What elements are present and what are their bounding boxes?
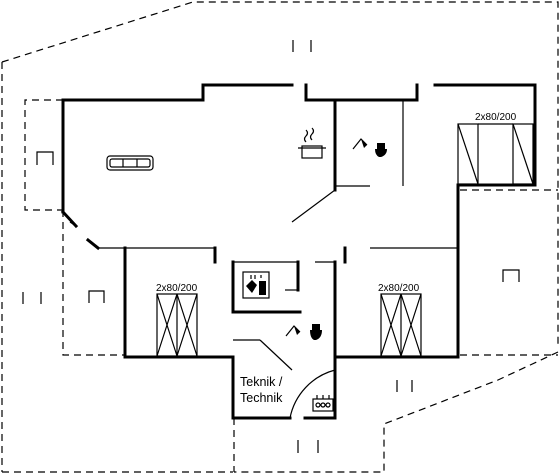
sofa-icon [106,155,154,171]
bed-se [380,293,422,357]
bench-symbols [36,151,520,303]
cooking-pot-icon [298,127,326,159]
water-heater-icon [312,395,334,412]
window-marks [22,40,413,453]
bed-label-ne: 2x80/200 [475,112,517,123]
bed-sw [156,293,198,357]
bed-label-sw: 2x80/200 [156,283,198,294]
shower-toilet-icon [285,324,322,340]
shower-toilet-icon [352,138,387,157]
washing-machine-icon [242,271,270,299]
technical-room-label-2: Technik [240,391,283,405]
walls [60,83,537,420]
technical-room-label-1: Teknik / [240,375,283,389]
wardrobe-ne [457,123,534,185]
bed-label-se: 2x80/200 [378,283,420,294]
